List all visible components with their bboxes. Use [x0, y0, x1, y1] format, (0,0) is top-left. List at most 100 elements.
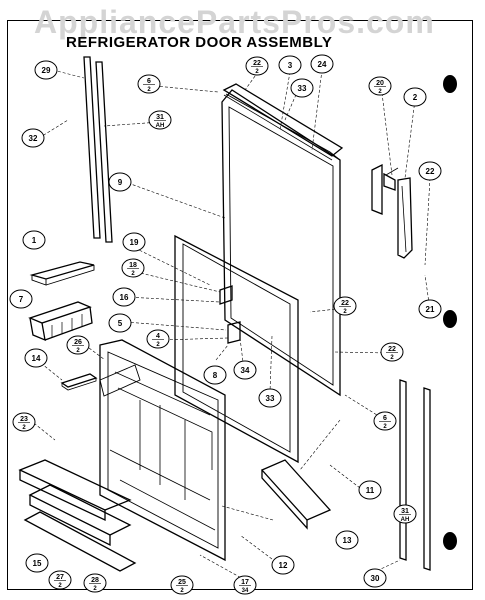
callout-27: 272 [48, 570, 72, 590]
callout-subnumber: 2 [156, 342, 160, 348]
callout-number: 4 [156, 333, 160, 340]
callout-number: 6 [147, 78, 151, 85]
binder-hole [443, 310, 457, 328]
callout-number: 22 [426, 167, 435, 176]
callout-number: 20 [376, 80, 384, 87]
callout-3: 3 [278, 55, 302, 75]
callout-6: 62 [137, 74, 161, 94]
callout-number: 23 [20, 416, 28, 423]
callout-1: 1 [22, 230, 46, 250]
callout-4: 42 [146, 329, 170, 349]
callout-29: 29 [34, 60, 58, 80]
callout-number: 11 [366, 486, 375, 495]
callout-19: 19 [122, 232, 146, 252]
door-handle [385, 167, 413, 259]
callout-12: 12 [271, 555, 295, 575]
callout-subnumber: 2 [131, 271, 135, 277]
callout-number: 25 [178, 579, 186, 586]
callout-subnumber: 2 [76, 348, 80, 354]
callout-number: 2 [413, 93, 418, 102]
outer-door-panel [221, 89, 341, 397]
binder-hole [443, 532, 457, 550]
binder-hole [443, 75, 457, 93]
callout-21: 21 [418, 299, 442, 319]
hinge-bracket [219, 285, 241, 344]
callout-14: 14 [24, 348, 48, 368]
door-bin [28, 301, 93, 342]
callout-number: 15 [33, 559, 42, 568]
callout-number: 27 [56, 574, 64, 581]
callout-subnumber: 34 [242, 588, 249, 594]
callout-number: 26 [74, 339, 82, 346]
callout-number: 12 [279, 561, 288, 570]
callout-25: 252 [170, 575, 194, 595]
callout-number: 19 [130, 238, 139, 247]
callout-subnumber: 2 [147, 87, 151, 93]
breaker-strip-right [399, 379, 431, 571]
inner-door-liner [99, 339, 226, 562]
callout-number: 31 [401, 508, 409, 515]
door-shelf-lower [18, 459, 137, 572]
callout-7: 7 [9, 289, 33, 309]
callout-subnumber: 2 [93, 586, 97, 592]
top-cap [222, 83, 344, 161]
callout-16: 16 [112, 287, 136, 307]
callout-number: 5 [118, 319, 123, 328]
callout-subnumber: 2 [343, 309, 347, 315]
diagram-title: REFRIGERATOR DOOR ASSEMBLY [66, 34, 333, 51]
callout-number: 22 [388, 346, 396, 353]
callout-number: 9 [118, 178, 123, 187]
callout-number: 28 [91, 577, 99, 584]
callout-number: 21 [426, 305, 435, 314]
callout-number: 13 [343, 536, 352, 545]
callout-22: 222 [380, 342, 404, 362]
callout-22: 22 [418, 161, 442, 181]
callout-22: 222 [333, 296, 357, 316]
callout-33: 33 [290, 78, 314, 98]
callout-24: 24 [310, 54, 334, 74]
callout-11: 11 [358, 480, 382, 500]
callout-32: 32 [21, 128, 45, 148]
callout-number: 22 [253, 60, 261, 67]
callout-2: 2 [403, 87, 427, 107]
bottom-trim-part [260, 459, 332, 530]
callout-number: 32 [29, 134, 38, 143]
callout-number: 31 [156, 114, 164, 121]
callout-subnumber: 2 [255, 69, 259, 75]
callout-22: 222 [245, 56, 269, 76]
callout-26: 262 [66, 335, 90, 355]
callout-subnumber: 2 [383, 424, 387, 430]
callout-number: 17 [241, 579, 249, 586]
door-gasket [174, 234, 299, 464]
left-trim-strip [83, 56, 113, 243]
callout-34: 34 [233, 360, 257, 380]
callout-33: 33 [258, 388, 282, 408]
callout-18: 182 [121, 258, 145, 278]
callout-number: 3 [288, 61, 293, 70]
callout-number: 29 [42, 66, 51, 75]
egg-tray [60, 373, 98, 391]
handle-bracket [371, 163, 396, 215]
callout-number: 1 [32, 236, 37, 245]
callout-number: 30 [371, 574, 380, 583]
callout-subnumber: 2 [378, 89, 382, 95]
leader-lines [29, 69, 431, 581]
callout-30: 30 [363, 568, 387, 588]
callout-23: 232 [12, 412, 36, 432]
callout-number: 33 [266, 394, 275, 403]
callout-number: 33 [298, 84, 307, 93]
callout-number: 14 [32, 354, 41, 363]
callout-subnumber: AH [401, 517, 410, 523]
callout-subnumber: 2 [390, 355, 394, 361]
callout-number: 18 [129, 262, 137, 269]
callout-number: 34 [241, 366, 250, 375]
callout-subnumber: 2 [22, 425, 26, 431]
callout-number: 6 [383, 415, 387, 422]
callout-6: 62 [373, 411, 397, 431]
